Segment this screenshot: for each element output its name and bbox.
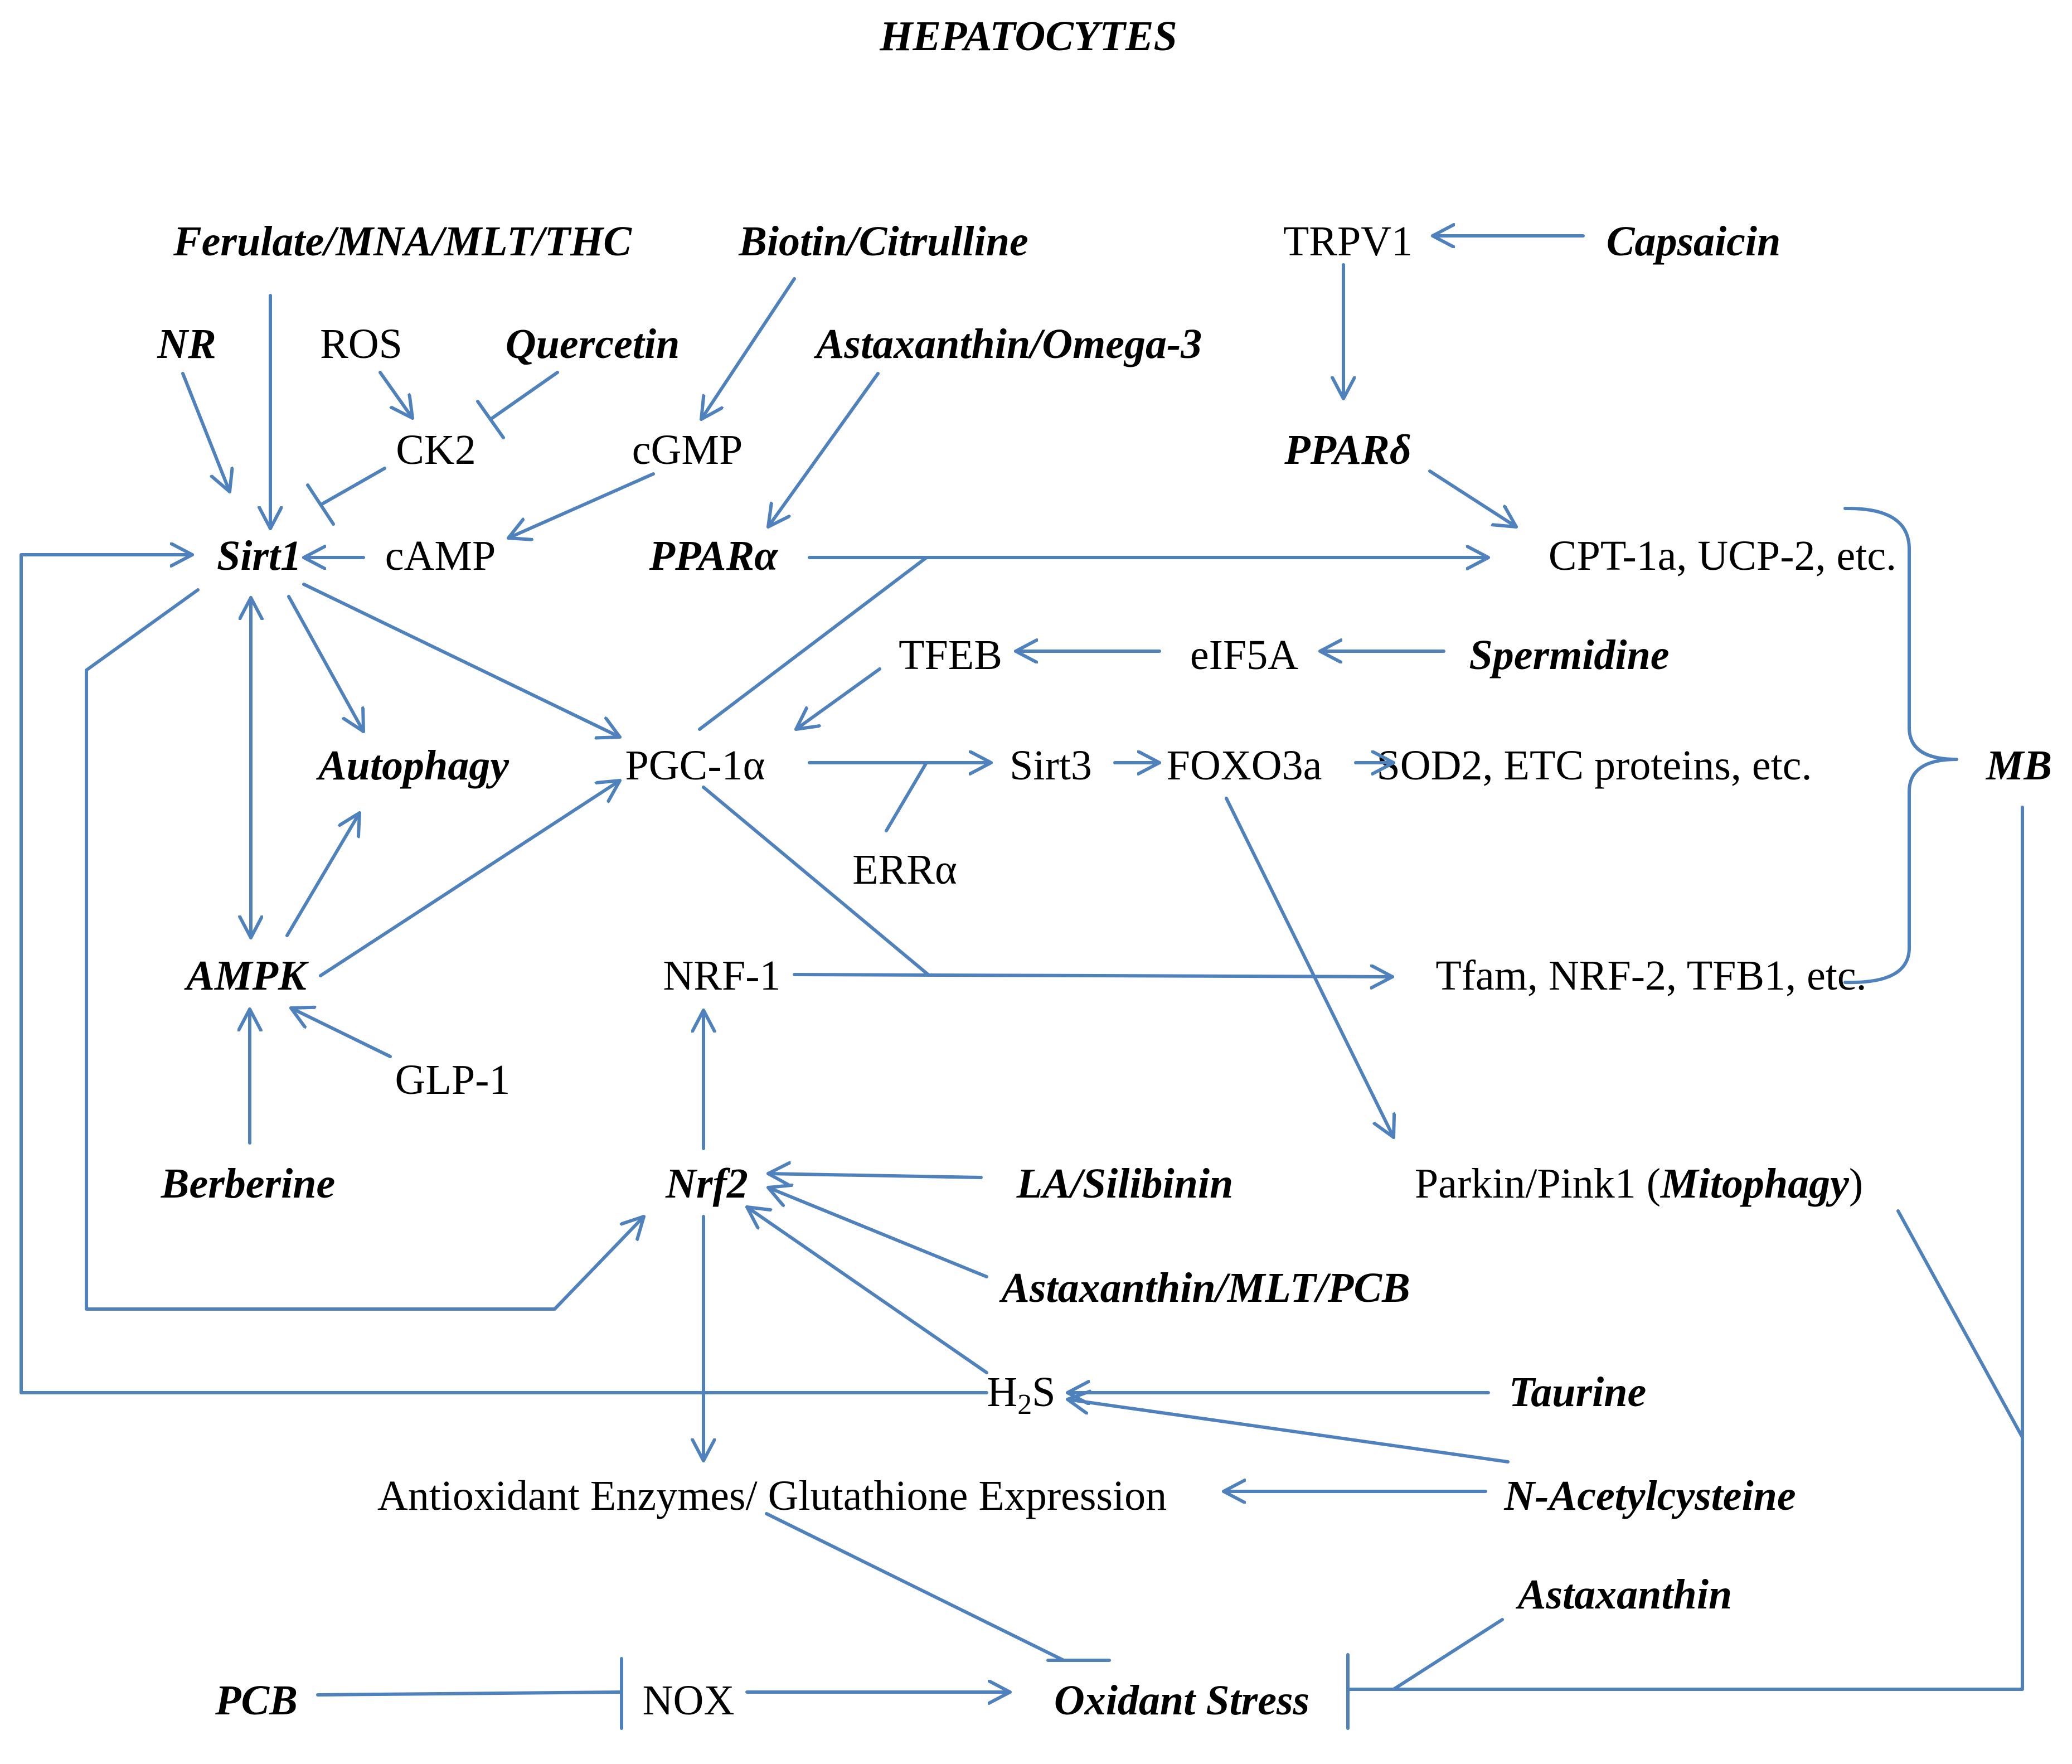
label-astaxanthin-omega3: Astaxanthin/Omega-3 [814,321,1202,367]
label-quercetin: Quercetin [506,321,680,367]
arrow-nac-to-h2s [1066,1399,1510,1463]
inhibit-antioxidant-oxidant-stress [765,1512,1065,1662]
inhibit-bar-ck2 [476,400,505,439]
label-sirt3: Sirt3 [1010,742,1092,789]
label-parkin-pink1: Parkin/Pink1 (Mitophagy) [1415,1160,1863,1207]
arrow-sirt1-to-autophagy [287,595,365,733]
label-pgc1a: PGC-1α [625,742,765,789]
label-sod2: SOD2, ETC proteins, etc. [1376,742,1812,789]
label-ppar-delta: PPARδ [1284,427,1411,473]
label-astaxanthin: Astaxanthin [1516,1571,1732,1618]
label-ppar-alpha: PPARα [649,532,779,579]
arrow-glp1-to-ampk [289,1008,392,1058]
line-ppara-pgc1a-join [698,556,928,731]
label-nr: NR [157,321,216,367]
arrow-ampk-to-autophagy [285,811,361,937]
label-nrf2: Nrf2 [665,1160,748,1207]
arrow-astaxanthin-mlt-pcb-to-nrf2 [766,1188,988,1278]
label-autophagy: Autophagy [316,742,509,789]
diagram-title: HEPATOCYTES [879,13,1177,60]
label-ferulate: Ferulate/MNA/MLT/THC [173,218,632,265]
label-erra: ERRα [852,846,957,893]
label-n-acetylcysteine: N-Acetylcysteine [1503,1472,1796,1519]
label-ampk: AMPK [184,952,309,999]
label-sirt1: Sirt1 [217,532,302,579]
label-trpv1: TRPV1 [1283,218,1413,265]
arrow-la-silibinin-to-nrf2 [766,1174,983,1177]
arrow-tfeb-to-pgc1a [794,667,881,731]
arrow-ppard-to-cpt1a [1428,469,1518,529]
brace-mb [1843,506,1958,985]
label-mb: MB [1986,742,2052,789]
label-biotin-citrulline: Biotin/Citrulline [738,218,1028,265]
label-la-silibinin: LA/Silibinin [1016,1160,1234,1207]
line-pgc1a-to-nrf1-join [702,786,930,976]
arrow-sirt1-to-nrf2 [85,588,646,1311]
inhibit-mb-oxidant-stress [1346,806,2024,1691]
label-spermidine: Spermidine [1469,632,1670,679]
arrow-nr-to-sirt1 [181,372,230,493]
label-pcb: PCB [215,1677,298,1724]
line-mitophagy-to-mb [1896,1209,2024,1439]
label-nrf1: NRF-1 [663,952,780,999]
label-cgmp: cGMP [632,427,743,473]
label-cpt1a: CPT-1a, UCP-2, etc. [1549,532,1896,579]
label-taurine: Taurine [1509,1369,1646,1416]
label-berberine: Berberine [161,1160,335,1207]
label-h2s: H2S [987,1369,1055,1421]
label-camp: cAMP [385,532,496,579]
label-antioxidant-enzymes: Antioxidant Enzymes/ Glutathione Express… [377,1472,1167,1519]
arrow-ros-to-ck2 [379,371,414,420]
label-oxidant-stress: Oxidant Stress [1054,1677,1309,1724]
line-astaxanthin-join [1392,1618,1504,1691]
label-ck2: CK2 [396,427,476,473]
arrow-foxo3a-to-parkin [1225,797,1394,1139]
inhibit-quercetin-ck2 [489,371,559,421]
line-erra-join [885,761,928,832]
arrow-sirt1-to-pgc1a [302,583,622,737]
label-capsaicin: Capsaicin [1607,218,1781,265]
arrow-cgmp-to-camp [507,472,655,538]
arrow-biotin-to-cgmp [700,277,796,421]
arrow-h2s-to-sirt1 [20,555,988,1394]
label-tfeb: TFEB [899,632,1002,679]
label-foxo3a: FOXO3a [1167,742,1322,789]
arrow-nrf1-to-tfam [793,975,1394,977]
inhibit-ck2-sirt1 [319,467,386,506]
label-ros: ROS [320,321,402,367]
label-tfam: Tfam, NRF-2, TFB1, etc. [1435,952,1866,999]
arrow-h2s-to-nrf2 [745,1205,988,1374]
arrow-ampk-to-pgc1a [319,779,622,977]
label-glp1: GLP-1 [395,1057,511,1103]
inhibit-bar-sirt1 [306,483,335,526]
label-eif5a: eIF5A [1190,632,1298,679]
label-astaxanthin-mlt-pcb: Astaxanthin/MLT/PCB [999,1264,1410,1311]
arrow-astaxanthin-to-ppara [766,372,880,529]
label-nox: NOX [643,1677,735,1724]
inhibit-pcb-nox [316,1690,623,1697]
label-mitophagy: Mitophagy [1660,1160,1849,1207]
